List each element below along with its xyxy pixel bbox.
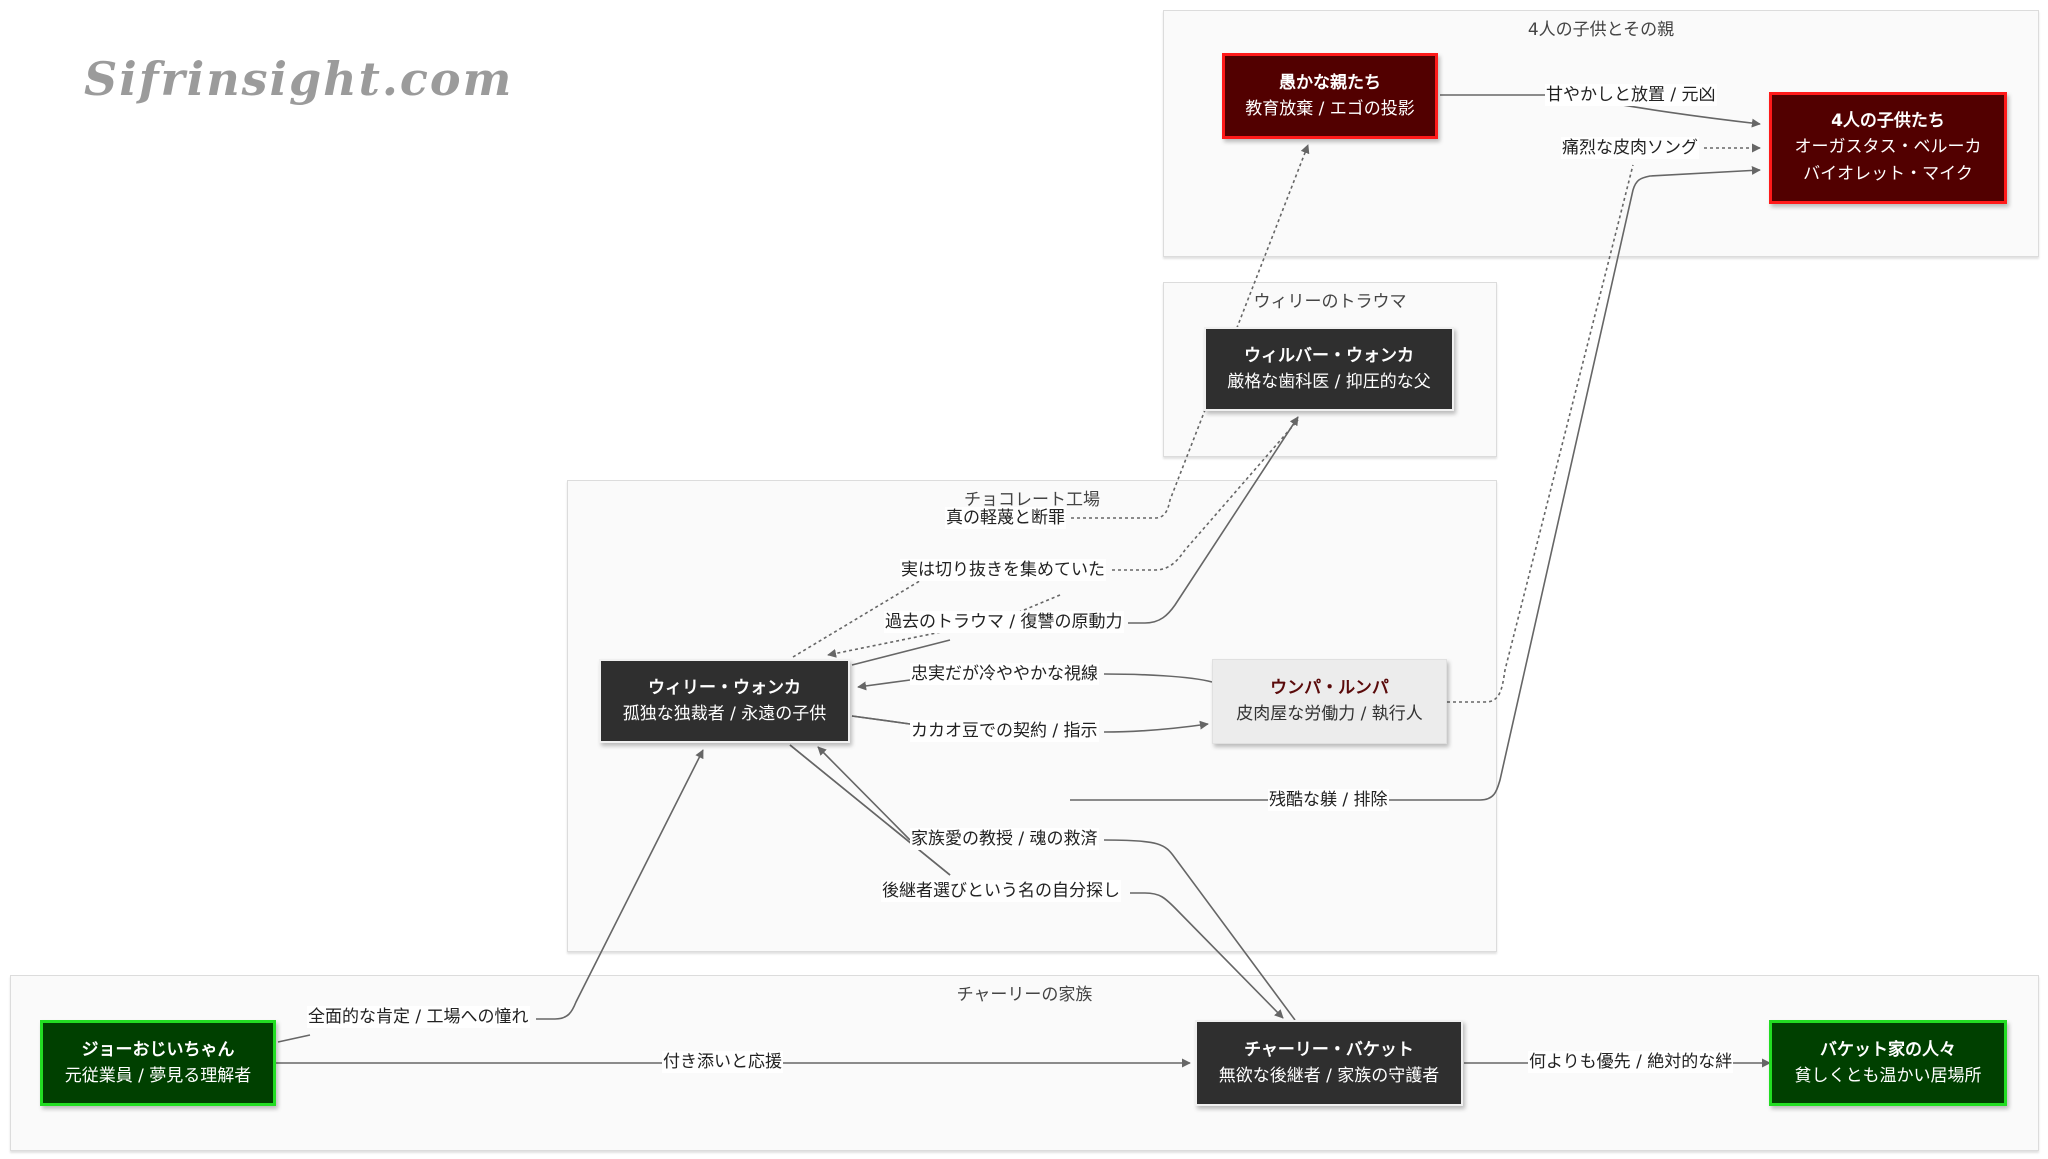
cluster-title: 4人の子供とその親 <box>1527 20 1675 40</box>
node-charlie-bucket[interactable]: チャーリー・バケット 無欲な後継者 / 家族の守護者 <box>1195 1020 1463 1106</box>
edge-wilbur-to-willy <box>828 419 1299 655</box>
node-subtitle: 皮肉屋な労働力 / 執行人 <box>1236 704 1423 724</box>
node-title: ジョーおじいちゃん <box>81 1039 235 1060</box>
node-wilbur-wonka[interactable]: ウィルバー・ウォンカ 厳格な歯科医 / 抑圧的な父 <box>1204 327 1454 411</box>
edge-label: 真の軽蔑と断罪 <box>945 507 1066 529</box>
node-four-children[interactable]: 4人の子供たち オーガスタス・ベルーカ バイオレット・マイク <box>1769 92 2007 204</box>
node-willy-wonka[interactable]: ウィリー・ウォンカ 孤独な独裁者 / 永遠の子供 <box>599 659 850 743</box>
node-foolish-parents[interactable]: 愚かな親たち 教育放棄 / エゴの投影 <box>1222 53 1438 139</box>
edge-label: 残酷な躾 / 排除 <box>1268 789 1389 811</box>
node-title: ウンパ・ルンパ <box>1270 678 1389 698</box>
node-title: ウィリー・ウォンカ <box>648 677 801 698</box>
node-title: ウィルバー・ウォンカ <box>1244 345 1414 366</box>
node-oompa-loompa[interactable]: ウンパ・ルンパ 皮肉屋な労働力 / 執行人 <box>1212 659 1447 744</box>
cluster-title: チョコレート工場 <box>964 490 1100 510</box>
node-grandpa-joe[interactable]: ジョーおじいちゃん 元従業員 / 夢見る理解者 <box>40 1020 276 1106</box>
edge-kids-from-willy <box>1070 165 1761 801</box>
edge-label: 付き添いと応援 <box>662 1051 783 1073</box>
edge-label: 忠実だが冷ややかな視線 <box>910 663 1099 685</box>
node-line: バイオレット・マイク <box>1803 164 1973 184</box>
cluster-title: ウィリーのトラウマ <box>1253 292 1407 312</box>
edge-label: カカオ豆での契約 / 指示 <box>910 720 1099 742</box>
edge-willy-to-oompa-start <box>851 715 911 725</box>
edge-willy-to-wilbur <box>851 417 1298 666</box>
node-subtitle: 厳格な歯科医 / 抑圧的な父 <box>1227 371 1431 392</box>
edge-label: 実は切り抜きを集めていた <box>900 559 1106 581</box>
cluster-title: チャーリーの家族 <box>956 985 1093 1005</box>
edge-label: 甘やかしと放置 / 元凶 <box>1545 84 1717 106</box>
node-subtitle: 孤独な独裁者 / 永遠の子供 <box>622 703 827 724</box>
node-title: チャーリー・バケット <box>1244 1039 1414 1060</box>
node-title: 愚かな親たち <box>1279 72 1381 93</box>
edge-joe-to-willy <box>277 750 703 1043</box>
edge-label: 痛烈な皮肉ソング <box>1561 137 1699 159</box>
watermark-logo: Sifrinsight.com <box>84 52 514 106</box>
edge-label: 全面的な肯定 / 工場への憧れ <box>307 1006 530 1028</box>
edge-oompa-to-willy <box>858 673 1213 687</box>
edge-label: 家族愛の教授 / 魂の救済 <box>910 828 1099 850</box>
edge-willy-to-charlie-line <box>789 744 951 876</box>
node-subtitle: 無欲な後継者 / 家族の守護者 <box>1218 1065 1440 1086</box>
node-title: バケット家の人々 <box>1820 1039 1956 1060</box>
edge-label: 何よりも優先 / 絶対的な絆 <box>1528 1051 1734 1073</box>
node-subtitle: 教育放棄 / エゴの投影 <box>1245 98 1415 119</box>
edge-oompa-to-kids-line <box>1447 164 1634 703</box>
edge-label: 過去のトラウマ / 復讐の原動力 <box>884 611 1124 633</box>
node-bucket-family[interactable]: バケット家の人々 貧しくとも温かい居場所 <box>1769 1020 2007 1106</box>
node-title: 4人の子供たち <box>1831 111 1945 131</box>
edge-willy-to-parents <box>792 145 1308 658</box>
node-subtitle: 元従業員 / 夢見る理解者 <box>64 1065 252 1086</box>
edge-charlie-to-willy <box>818 747 1296 1021</box>
node-line: オーガスタス・ベルーカ <box>1794 137 1982 157</box>
edge-label: 後継者選びという名の自分探し <box>881 880 1121 902</box>
node-subtitle: 貧しくとも温かい居場所 <box>1794 1065 1982 1086</box>
